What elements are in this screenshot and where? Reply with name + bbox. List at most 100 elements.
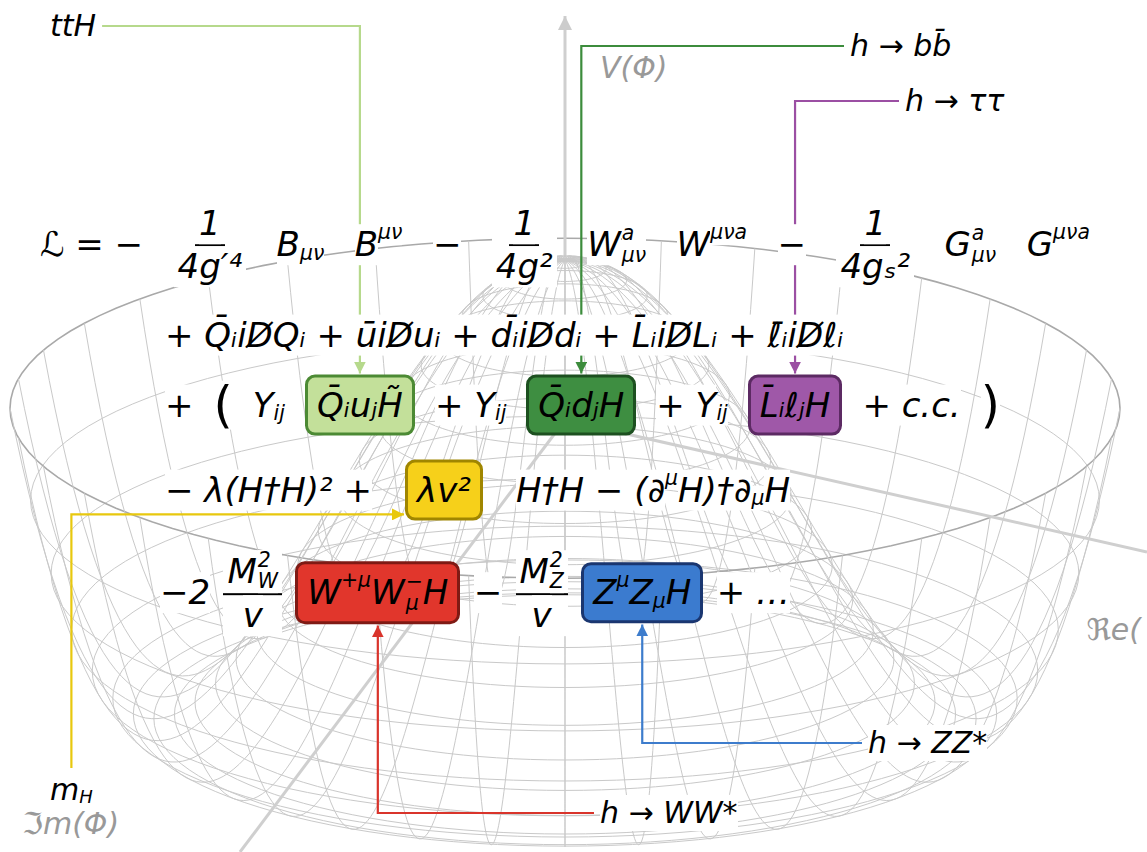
formula-group: Bμν	[277, 225, 325, 266]
formula-text: ij	[495, 401, 506, 425]
formula-text: v	[243, 595, 263, 636]
formula-text: V(Φ)	[600, 50, 668, 86]
term-text: λv²	[417, 470, 471, 511]
term-text: Z	[629, 573, 652, 614]
formula-text: + c.c.	[862, 385, 960, 426]
formula-group: H†H − (∂μH)†∂μH	[516, 470, 790, 511]
formula-text: 1	[513, 203, 535, 244]
lagrangian-term-box: λv²	[405, 460, 483, 521]
formula-text: μ	[751, 486, 764, 510]
numerator: M2Z	[516, 550, 568, 595]
formula-text: 4gₛ²	[840, 246, 910, 287]
script-stack: 2W	[258, 550, 278, 593]
formula-group: Yij	[253, 385, 285, 426]
formula-text: H)†∂	[678, 470, 751, 511]
lagrangian-term-box: Q̄ᵢuⱼH̃	[305, 375, 415, 436]
formula-text: +	[165, 385, 194, 426]
fraction: M2Zv	[516, 550, 568, 636]
formula-text: μν	[972, 245, 996, 266]
formula-text: W	[587, 225, 621, 266]
formula-text: + Y	[435, 385, 495, 426]
formula-text: h → ττ	[905, 83, 1004, 119]
term-text: W	[307, 573, 341, 614]
term-text: μ	[653, 589, 666, 613]
formula-text: μνa	[710, 221, 747, 245]
denominator: v	[528, 595, 556, 636]
formula-group: )	[981, 380, 1000, 429]
formula-text: W	[677, 225, 711, 266]
formula-group: (	[214, 380, 233, 429]
formula-text: μν	[622, 245, 646, 266]
formula-group: −2	[160, 573, 210, 614]
formula-text: −	[778, 225, 807, 266]
formula-group: − λ(H†H)² +	[165, 470, 372, 511]
numerator: 1	[860, 203, 890, 246]
term-text: L̄ᵢℓⱼH	[760, 385, 831, 426]
formula-text: + Y	[656, 385, 716, 426]
formula-text: h → bb̄	[850, 28, 951, 64]
script-stack: 2Z	[550, 550, 564, 593]
formula-text: 1	[199, 203, 221, 244]
formula-text: ij	[274, 401, 285, 425]
formula-text: ℒ = −	[40, 225, 143, 266]
term-text: μ	[616, 569, 629, 593]
formula-text: a	[972, 224, 996, 245]
formula-text: v	[532, 595, 552, 636]
term-text: −	[406, 572, 423, 593]
formula-text: W	[258, 572, 278, 593]
term-text: W	[371, 573, 405, 614]
formula-group: ℒ = −	[40, 225, 143, 266]
formula-text: ℜe(	[1086, 612, 1141, 648]
formula-group: Gaμν	[944, 224, 996, 267]
formula-group: M2Wv	[223, 550, 282, 636]
formula-text: Y	[253, 385, 274, 426]
axis-label: V(Φ)	[600, 50, 668, 86]
formula-group: 14g′⁴	[174, 203, 247, 287]
potential-axis	[564, 16, 567, 255]
term-text: +μ	[341, 569, 371, 593]
formula-text: + …	[717, 573, 790, 614]
formula-text: h → WW*	[600, 795, 738, 831]
axis-label: ℑm(Φ)	[22, 806, 119, 842]
leader-line	[71, 514, 404, 768]
term-text: Q̄ᵢdⱼH	[538, 385, 624, 426]
formula-text: 2	[550, 550, 564, 571]
denominator: 4g²	[492, 246, 557, 287]
formula-text: H†H − (∂	[516, 470, 665, 511]
formula-text: M	[520, 551, 549, 592]
formula-group: 14g²	[492, 203, 557, 287]
term-text: μ	[406, 593, 423, 614]
mesh-line	[288, 256, 566, 611]
process-label: ttH	[50, 8, 96, 44]
mesh-line	[31, 337, 1100, 664]
formula-group: + Yij	[435, 385, 506, 426]
lagrangian-term-box: L̄ᵢℓⱼH	[748, 375, 843, 436]
formula-text: a	[622, 224, 646, 245]
formula-group: L̄ᵢℓⱼH	[748, 375, 843, 436]
formula-text: B	[355, 225, 378, 266]
formula-group: Bμν	[355, 225, 403, 266]
axis-label: ℜe(	[1086, 612, 1141, 648]
formula-text: Z	[550, 572, 564, 593]
formula-line: −2M2WvW+μW−μH−M2ZvZμZμH+ …	[160, 550, 790, 636]
formula-group: Wμνa	[677, 225, 747, 266]
process-label: h → WW*	[600, 795, 738, 831]
mesh-line	[565, 257, 922, 623]
formula-group: Q̄ᵢdⱼH	[526, 375, 636, 436]
formula-text: M	[227, 551, 256, 592]
formula-group: + Q̄ᵢiD̸Qᵢ + ūiD̸uᵢ + d̄ᵢiD̸dᵢ + L̄ᵢiD̸…	[165, 315, 843, 356]
numerator: 1	[509, 203, 539, 246]
fraction: M2Wv	[223, 550, 282, 636]
formula-text: μν	[378, 221, 402, 245]
formula-text: G	[944, 225, 970, 266]
leader-line	[378, 625, 594, 813]
formula-text: −	[474, 573, 503, 614]
formula-group: Waμν	[587, 224, 646, 267]
formula-group: ZμZμH	[581, 563, 703, 624]
process-label: h → ττ	[905, 83, 1004, 119]
formula-group: + c.c.	[862, 385, 960, 426]
formula-group: +	[165, 385, 194, 426]
formula-group: −	[433, 225, 462, 266]
fraction: 14g²	[492, 203, 557, 287]
